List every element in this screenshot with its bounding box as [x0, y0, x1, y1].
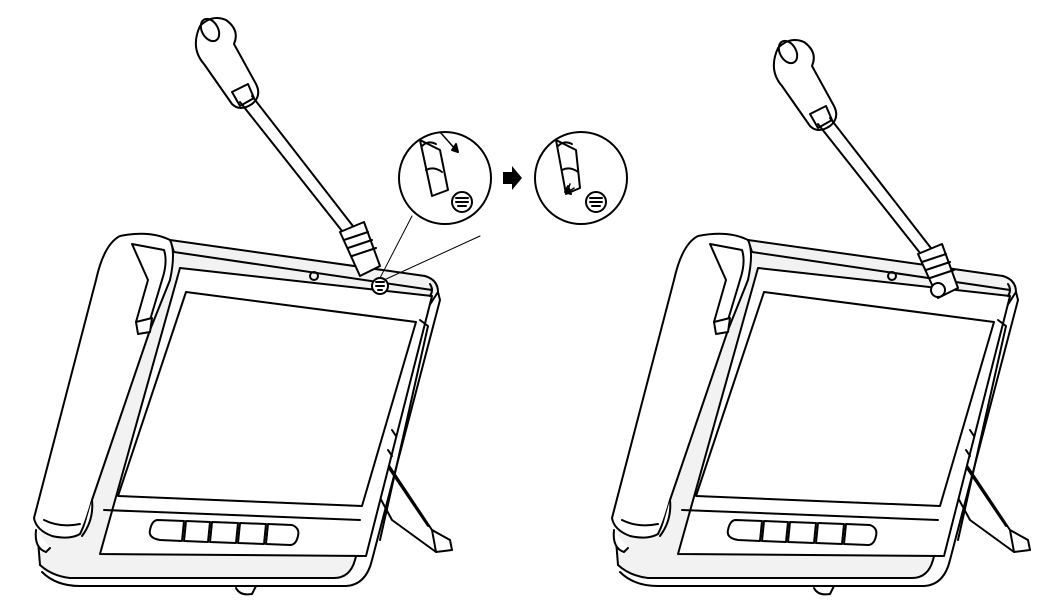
step-1-device — [33, 14, 481, 596]
step-2-socket — [930, 282, 946, 298]
step-2-device — [611, 232, 1031, 596]
detail-insert-after — [534, 131, 628, 225]
arrow-right-icon — [503, 166, 522, 190]
detail-insert-before — [398, 131, 492, 225]
